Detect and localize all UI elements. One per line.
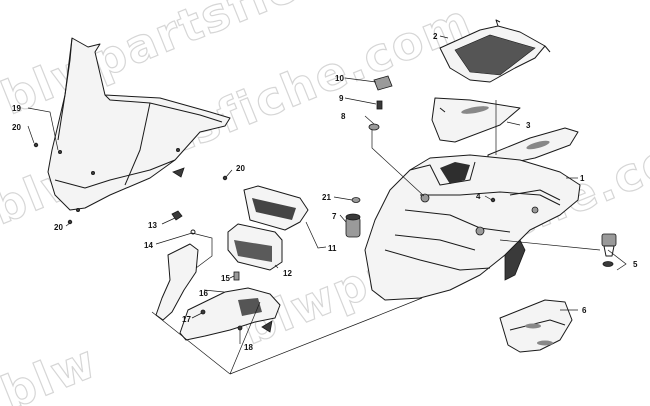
screw-part-20-b [222,175,228,181]
callout-1: 1 [580,174,585,183]
callout-8: 8 [341,112,346,121]
fastener-stack-8-9-10 [368,75,393,131]
mount-bracket-part-16-left [155,243,199,321]
callout-17: 17 [182,315,191,324]
callout-labels: 1 2 3 4 5 6 7 8 9 10 11 12 13 14 15 16 1… [12,32,638,352]
callout-4: 4 [476,192,481,201]
pin-part-14 [190,229,196,235]
callout-13: 13 [148,221,157,230]
lower-trim-part-6 [499,299,573,353]
mount-bracket-part-16-right [179,287,281,341]
screw-part-20-c [67,219,73,225]
fastener-part-21 [351,197,361,203]
leader-lines [27,35,627,375]
callout-15: 15 [221,274,230,283]
arrow-pointer [172,167,185,178]
callout-20-left: 20 [12,123,21,132]
callout-7: 7 [332,212,337,221]
callout-20-right: 20 [236,164,245,173]
arrow-pointer-lower [261,320,273,333]
callout-20-bottom: 20 [54,223,63,232]
knob-part-7 [345,213,361,238]
callout-9: 9 [339,94,344,103]
callout-2: 2 [433,32,438,41]
trim-panel-upper [431,97,521,143]
callout-16: 16 [199,289,208,298]
fastener-part-18 [237,325,243,331]
callout-6: 6 [582,306,587,315]
screw-part-20-a [33,142,39,148]
watermark-text-bottom: blw [0,334,104,406]
windshield-part [47,37,231,212]
vent-screen-part [439,19,551,83]
callout-21: 21 [322,193,331,202]
fastener-part-15 [233,271,240,281]
callout-11: 11 [328,244,337,253]
callout-10: 10 [335,74,344,83]
callout-18: 18 [244,343,253,352]
plug-part-5 [601,233,617,267]
callout-3: 3 [526,121,531,130]
callout-19: 19 [12,104,21,113]
bracket-part-11 [243,185,309,231]
fastener-part-4 [490,197,496,203]
callout-5: 5 [633,260,638,269]
bracket-part-12 [227,223,283,271]
callout-14: 14 [144,241,153,250]
callout-12: 12 [283,269,292,278]
